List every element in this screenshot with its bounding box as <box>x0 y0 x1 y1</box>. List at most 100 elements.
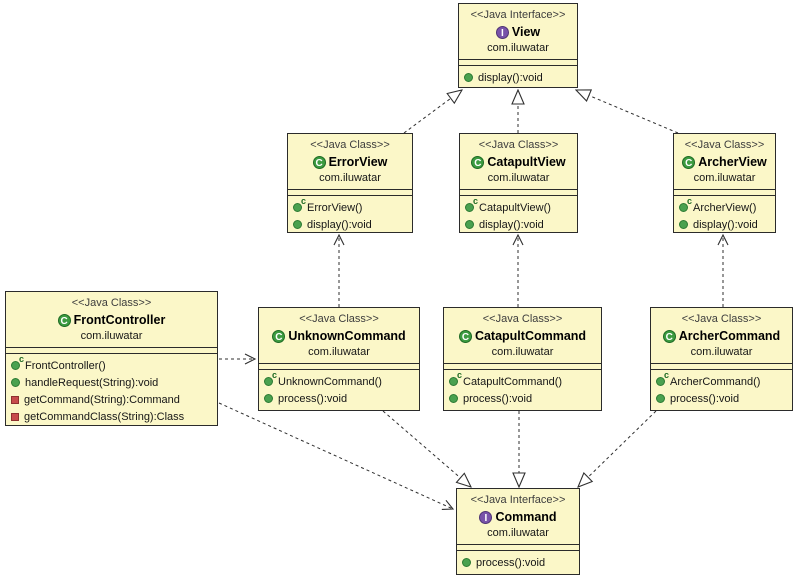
method-label: getCommand(String):Command <box>24 393 180 406</box>
class-name: ArcherCommand <box>678 329 781 343</box>
method-label: getCommandClass(String):Class <box>24 410 185 423</box>
constructor-method-icon: c <box>679 197 692 212</box>
attributes-compartment <box>460 190 577 196</box>
method-label: FrontController() <box>25 359 106 372</box>
method-row[interactable]: process():void <box>264 390 416 407</box>
relationship-realization-archerview-to-view[interactable] <box>576 90 679 134</box>
interface-icon: I <box>495 25 509 39</box>
class-name: FrontController <box>73 313 166 327</box>
attributes-compartment <box>674 190 775 196</box>
public-method-icon <box>293 220 302 229</box>
constructor-marker: c <box>456 370 462 380</box>
private-method-icon <box>11 412 19 421</box>
class-name: Command <box>495 510 557 524</box>
class-name: CatapultView <box>487 155 566 169</box>
method-label: process():void <box>476 556 546 569</box>
method-label: ErrorView() <box>307 201 363 214</box>
methods-compartment: process():void <box>457 551 579 574</box>
method-row[interactable]: getCommand(String):Command <box>11 391 214 408</box>
class-icon: C <box>312 155 326 169</box>
class-name: ArcherView <box>698 155 767 169</box>
method-row[interactable]: display():void <box>465 216 574 233</box>
class-icon: C <box>471 155 485 169</box>
constructor-marker: c <box>271 370 277 380</box>
class-name: CatapultCommand <box>474 329 587 343</box>
public-method-icon <box>679 220 688 229</box>
class-icon: C <box>458 329 472 343</box>
attributes-compartment <box>6 348 217 354</box>
class-stereotype: <<Java Class>> <box>681 313 762 325</box>
public-method-icon <box>11 378 20 387</box>
class-stereotype: <<Java Class>> <box>482 313 563 325</box>
method-row[interactable]: process():void <box>656 390 789 407</box>
class-icon: C <box>272 329 286 343</box>
public-method-icon <box>449 394 458 403</box>
method-row[interactable]: display():void <box>679 216 772 233</box>
class-stereotype: <<Java Class>> <box>684 139 765 151</box>
interface-icon: I <box>479 510 493 524</box>
class-package: com.iluwatar <box>308 346 370 358</box>
constructor-method-icon: c <box>11 355 24 370</box>
attributes-compartment <box>444 364 601 370</box>
method-row[interactable]: process():void <box>449 390 598 407</box>
method-row[interactable]: display():void <box>293 216 409 233</box>
relationship-dependency-frontcontroller-to-command[interactable] <box>218 402 455 510</box>
class-package: com.iluwatar <box>487 42 549 54</box>
method-row[interactable]: getCommandClass(String):Class <box>11 408 214 425</box>
method-label: display():void <box>479 218 544 231</box>
method-label: display():void <box>693 218 758 231</box>
methods-compartment: display():void <box>459 66 577 88</box>
class-icon: C <box>682 155 696 169</box>
method-label: UnknownCommand() <box>278 375 382 388</box>
constructor-marker: c <box>663 370 669 380</box>
relationship-realization-errorview-to-view[interactable] <box>403 90 462 134</box>
attributes-compartment <box>259 364 419 370</box>
relationship-realization-archercommand-to-command[interactable] <box>578 410 657 487</box>
method-row[interactable]: process():void <box>462 554 576 571</box>
method-label: process():void <box>463 392 533 405</box>
method-label: CatapultCommand() <box>463 375 563 388</box>
attributes-compartment <box>651 364 792 370</box>
private-method-icon <box>11 395 19 404</box>
public-method-icon <box>656 394 665 403</box>
class-name: View <box>511 25 541 39</box>
method-row[interactable]: handleRequest(String):void <box>11 374 214 391</box>
method-row[interactable]: display():void <box>464 69 574 86</box>
constructor-marker: c <box>472 196 478 206</box>
constructor-marker: c <box>18 354 24 364</box>
relationship-realization-unknowncommand-to-command[interactable] <box>382 410 471 487</box>
